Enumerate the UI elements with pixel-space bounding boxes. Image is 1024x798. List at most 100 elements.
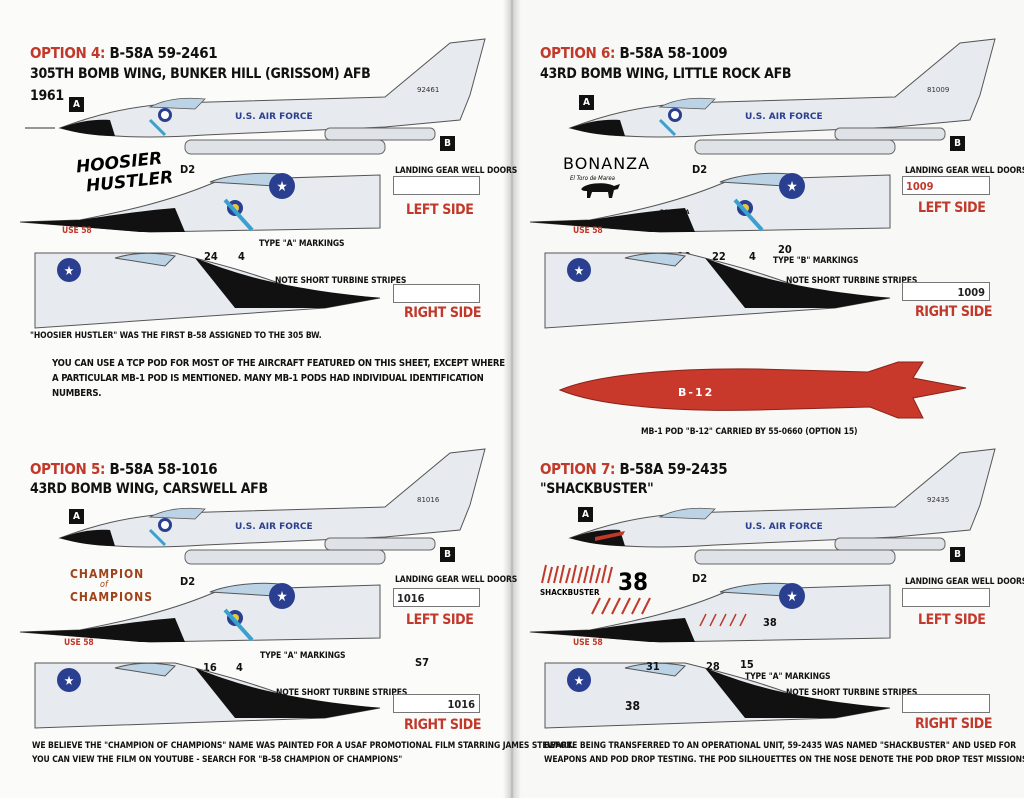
option4-right-side-label: RIGHT SIDE: [404, 305, 482, 321]
shackbuster-scribble-icon: [541, 564, 613, 584]
option4-unit: 305TH BOMB WING, BUNKER HILL (GRISSOM) A…: [30, 66, 371, 82]
option7-right-side-label: RIGHT SIDE: [915, 716, 993, 732]
option7-nickname-number: 38: [618, 568, 649, 596]
option5-marker-b: B: [440, 547, 455, 562]
option5-use-58: USE 58: [64, 638, 94, 648]
bull-icon: [581, 183, 620, 198]
option7-callout-31: 31: [646, 660, 660, 673]
option5-left-side-label: LEFT SIDE: [406, 612, 474, 628]
option7-gear-label: LANDING GEAR WELL DOORS: [905, 577, 1024, 587]
option6-callout-4: 4: [749, 250, 756, 263]
option4-left-side-label: LEFT SIDE: [406, 202, 474, 218]
option5-turbine-note: NOTE SHORT TURBINE STRIPES: [276, 688, 408, 698]
pod-caption: MB-1 POD "B-12" CARRIED BY 55-0660 (OPTI…: [641, 427, 858, 437]
pod-drop-marks-icon: [591, 597, 651, 615]
option7-tail-number: 92435: [927, 496, 949, 504]
option6-fuselage-text: U.S. AIR FORCE: [745, 112, 823, 122]
option7-unit: "SHACKBUSTER": [540, 481, 654, 497]
option4-right-nose-view: ★: [34, 252, 381, 329]
option5-unit: 43RD BOMB WING, CARSWELL AFB: [30, 481, 268, 497]
svg-text:★: ★: [276, 179, 287, 195]
option5-callout-4: 4: [236, 661, 243, 674]
option6-title: OPTION 6: B-58A 58-1009: [540, 44, 728, 62]
option7-left-nose-view: ★: [529, 582, 891, 643]
option6-left-nose-view: ★: [529, 172, 891, 233]
option4-title: OPTION 4: B-58A 59-2461: [30, 44, 218, 62]
option5-markings-note: TYPE "A" MARKINGS: [260, 651, 346, 661]
option6-unit: 43RD BOMB WING, LITTLE ROCK AFB: [540, 66, 792, 82]
option5-fuselage-text: U.S. AIR FORCE: [235, 522, 313, 532]
option5-profile-view: U.S. AIR FORCE 81016: [58, 448, 486, 565]
option6-callout-20: 20: [778, 243, 792, 256]
general-note-line1: YOU CAN USE A TCP POD FOR MOST OF THE AI…: [52, 358, 505, 369]
option4-callout-d2: D2: [180, 163, 196, 176]
option4-year: 1961: [30, 88, 64, 104]
option4-profile-view: U.S. AIR FORCE 92461: [25, 38, 486, 155]
option4-marker-a: A: [69, 97, 84, 112]
option5-gear-label: LANDING GEAR WELL DOORS: [395, 575, 518, 585]
option7-markings-note: TYPE "A" MARKINGS: [745, 672, 831, 682]
option6-right-side-label: RIGHT SIDE: [915, 304, 993, 320]
option6-profile-view: U.S. AIR FORCE 81009: [568, 38, 996, 155]
option7-marker-b: B: [950, 547, 965, 562]
option7-callout-28: 28: [706, 660, 720, 673]
option7-right-nose-view: ★: [544, 662, 891, 729]
option6-marker-b: B: [950, 136, 965, 151]
option6-use-58: USE 58: [573, 226, 603, 236]
option6-left-side-label: LEFT SIDE: [918, 200, 986, 216]
option6-right-nose-view: ★: [544, 252, 891, 329]
option6-tail-number: 81009: [927, 86, 949, 94]
option5-nickname-line1: CHAMPION: [70, 567, 145, 581]
option7-nickname: SHACKBUSTER: [540, 588, 600, 597]
option5-right-nose-view: ★: [34, 662, 381, 729]
option5-nickname-mid: of: [100, 580, 108, 590]
svg-text:★: ★: [574, 674, 585, 689]
option7-fuselage-text: U.S. AIR FORCE: [745, 522, 823, 532]
option7-turbine-note: NOTE SHORT TURBINE STRIPES: [786, 688, 918, 698]
option4-turbine-note: NOTE SHORT TURBINE STRIPES: [275, 276, 407, 286]
svg-text:★: ★: [64, 264, 75, 279]
option4-fuselage-text: U.S. AIR FORCE: [235, 112, 313, 122]
option7-left-side-label: LEFT SIDE: [918, 612, 986, 628]
option5-gear-box-right: 1016: [393, 694, 480, 713]
option7-callout-38-nose: 38: [763, 616, 777, 629]
svg-text:★: ★: [574, 264, 585, 279]
option6-turbine-note: NOTE SHORT TURBINE STRIPES: [786, 276, 918, 286]
option7-title: OPTION 7: B-58A 59-2435: [540, 460, 728, 478]
option6-gear-label: LANDING GEAR WELL DOORS: [905, 166, 1024, 176]
option4-markings-note: TYPE "A" MARKINGS: [259, 239, 345, 249]
option4-note: "HOOSIER HUSTLER" WAS THE FIRST B-58 ASS…: [30, 331, 322, 341]
option5-note-line1: WE BELIEVE THE "CHAMPION OF CHAMPIONS" N…: [32, 741, 574, 751]
option6-gear-box-right: 1009: [902, 282, 990, 301]
option5-left-nose-view: ★: [19, 582, 381, 643]
option7-note-line1: BEFORE BEING TRANSFERRED TO AN OPERATION…: [544, 741, 1016, 751]
option6-marker-a: A: [579, 95, 594, 110]
option5-marker-a: A: [69, 509, 84, 524]
option4-gear-box-left: [393, 176, 480, 195]
option5-gear-box-left: 1016: [393, 588, 480, 607]
option6-markings-note: TYPE "B" MARKINGS: [773, 256, 859, 266]
option6-nickname-sub: El Toro de Marea: [570, 175, 615, 182]
svg-text:★: ★: [786, 179, 797, 195]
pod-label: B-12: [678, 386, 714, 399]
option5-callout-s7: S7: [415, 656, 430, 669]
svg-text:★: ★: [786, 589, 797, 605]
option7-marker-a: A: [578, 507, 593, 522]
option5-right-side-label: RIGHT SIDE: [404, 717, 482, 733]
option4-gear-label: LANDING GEAR WELL DOORS: [395, 166, 518, 176]
option7-use-58: USE 58: [573, 638, 603, 648]
option6-nickname: BONANZA: [563, 154, 651, 173]
option6-callout-d2: D2: [692, 163, 708, 176]
option5-tail-number: 81016: [417, 496, 440, 504]
option5-nickname-line2: CHAMPIONS: [70, 590, 153, 604]
option5-note-line2: YOU CAN VIEW THE FILM ON YOUTUBE - SEARC…: [32, 755, 403, 765]
option7-gear-box-right: [902, 694, 990, 713]
option7-callout-38-side: 38: [625, 699, 641, 713]
option7-gear-box-left: [902, 588, 990, 607]
option7-callout-15: 15: [740, 658, 754, 671]
option7-profile-view: U.S. AIR FORCE 92435: [568, 448, 996, 565]
option4-callout-4: 4: [238, 250, 245, 263]
mb1-pod-illustration: B-12: [558, 361, 967, 419]
page-gutter: [503, 0, 521, 798]
option4-tail-number: 92461: [417, 86, 439, 94]
